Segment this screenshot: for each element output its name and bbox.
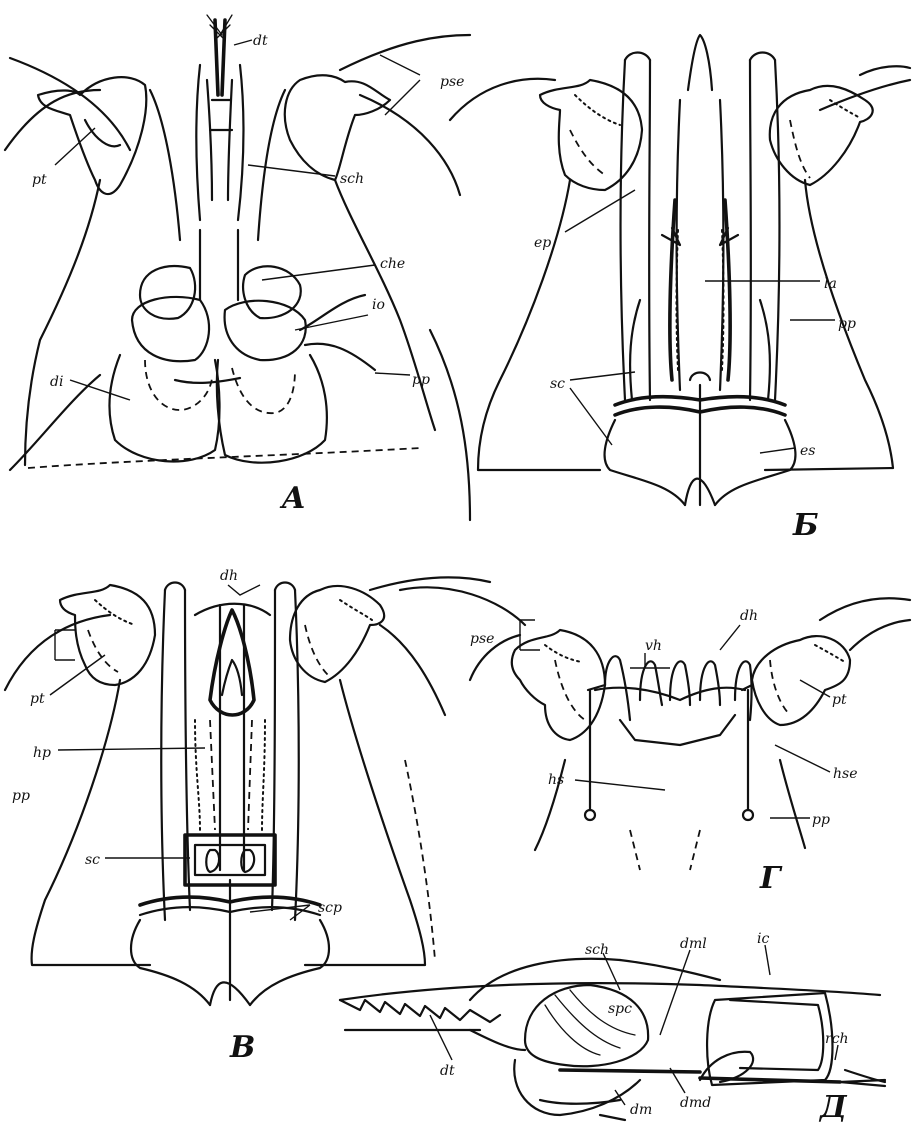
label-g-pt: pt — [832, 692, 847, 708]
label-d-rch: rch — [825, 1031, 849, 1047]
label-a-che: che — [380, 256, 405, 272]
label-a-di: di — [50, 374, 63, 390]
label-b-ep: ep — [534, 235, 551, 251]
label-d-dt: dt — [440, 1063, 455, 1079]
label-g-pp: pp — [812, 812, 830, 828]
label-a-sch: sch — [340, 171, 364, 187]
leader-lines — [50, 40, 838, 1105]
label-d-sch: sch — [585, 942, 609, 958]
label-g-vh: vh — [645, 638, 662, 654]
panel-letter-b: Б — [792, 508, 819, 543]
panel-letter-g: Г — [759, 861, 783, 896]
label-v-pt: pt — [30, 691, 45, 707]
label-d-dm: dm — [630, 1102, 652, 1118]
panel-v-drawing — [5, 577, 490, 1005]
panel-letter-d: Д — [818, 1090, 848, 1125]
label-g-pse: pse — [470, 631, 494, 647]
label-v-dh: dh — [220, 568, 238, 584]
label-v-scp: scp — [318, 900, 342, 916]
label-b-la: la — [824, 276, 837, 292]
label-d-spc: spc — [608, 1001, 632, 1017]
label-g-hse: hse — [833, 766, 858, 782]
label-g-dh: dh — [740, 608, 758, 624]
label-d-dmd: dmd — [680, 1095, 711, 1111]
label-g-hs: hs — [548, 772, 564, 788]
label-b-sc: sc — [550, 376, 565, 392]
label-a-pt: pt — [32, 172, 47, 188]
panel-b-drawing — [450, 35, 910, 505]
panel-letter-a: A — [279, 481, 305, 516]
label-b-es: es — [800, 443, 815, 459]
panel-d-drawing — [340, 959, 885, 1120]
label-v-hp: hp — [33, 745, 51, 761]
label-b-pp: pp — [838, 316, 856, 332]
label-a-pse: pse — [440, 74, 464, 90]
label-a-pp: pp — [412, 372, 430, 388]
label-v-pp: pp — [12, 788, 30, 804]
label-a-io: io — [372, 297, 385, 313]
panel-letters: A Б В Г Д — [229, 481, 848, 1125]
panel-letter-v: В — [229, 1030, 255, 1065]
label-d-ic: ic — [757, 931, 769, 947]
label-a-dt: dt — [253, 33, 268, 49]
panel-g-drawing — [400, 587, 910, 870]
label-d-dml: dml — [680, 936, 707, 952]
label-v-sc: sc — [85, 852, 100, 868]
